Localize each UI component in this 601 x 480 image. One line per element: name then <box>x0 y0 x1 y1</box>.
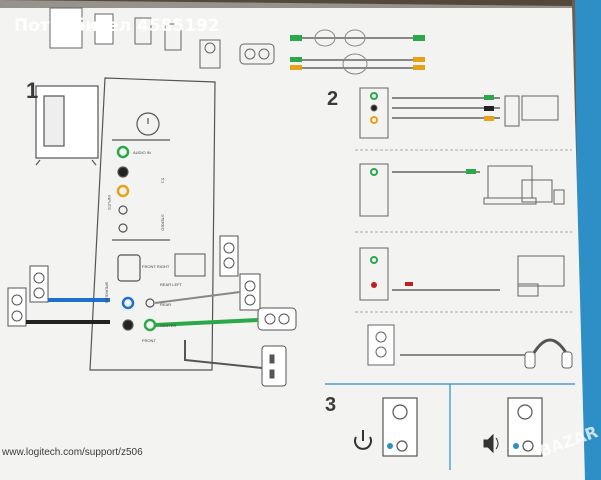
support-url: www.logitech.com/support/z506 <box>2 447 143 458</box>
label-rear: REAR <box>160 302 172 307</box>
connection-row-console <box>359 247 565 301</box>
connection-row-desktop <box>359 87 559 139</box>
volume-step <box>507 397 543 457</box>
connection-row-headphones <box>367 324 573 369</box>
speaker-cables-left <box>26 298 110 324</box>
right-speakers <box>219 235 297 387</box>
step-number-3: 3 <box>325 394 337 416</box>
left-speakers <box>7 265 49 327</box>
speaker-set-icon <box>49 7 275 69</box>
label-audio-in: AUDIO IN <box>133 150 151 155</box>
label-five-one: 5:1 <box>160 177 166 184</box>
control-panel <box>89 77 216 371</box>
label-speakers: SPEAKERS <box>104 281 110 304</box>
subwoofer-icon <box>35 85 99 166</box>
connection-row-laptop <box>359 163 565 217</box>
top-cables <box>290 29 425 75</box>
label-stereo: STEREO <box>160 214 166 231</box>
label-center: CENTER <box>160 323 177 328</box>
label-inputs: INPUTS <box>106 195 112 210</box>
power-icon <box>354 430 372 450</box>
step-number-2: 2 <box>327 88 339 110</box>
label-rear-left: REAR LEFT <box>160 282 183 287</box>
label-front-right: FRONT RIGHT <box>142 264 170 269</box>
box-face <box>0 0 585 480</box>
volume-icon <box>483 433 499 454</box>
label-front: FRONT <box>142 338 156 343</box>
step-number-1: 1 <box>26 78 39 103</box>
speaker-cables-right <box>154 253 263 369</box>
username-overlay: Потребител 4585192 <box>14 16 220 36</box>
power-step <box>382 397 418 457</box>
